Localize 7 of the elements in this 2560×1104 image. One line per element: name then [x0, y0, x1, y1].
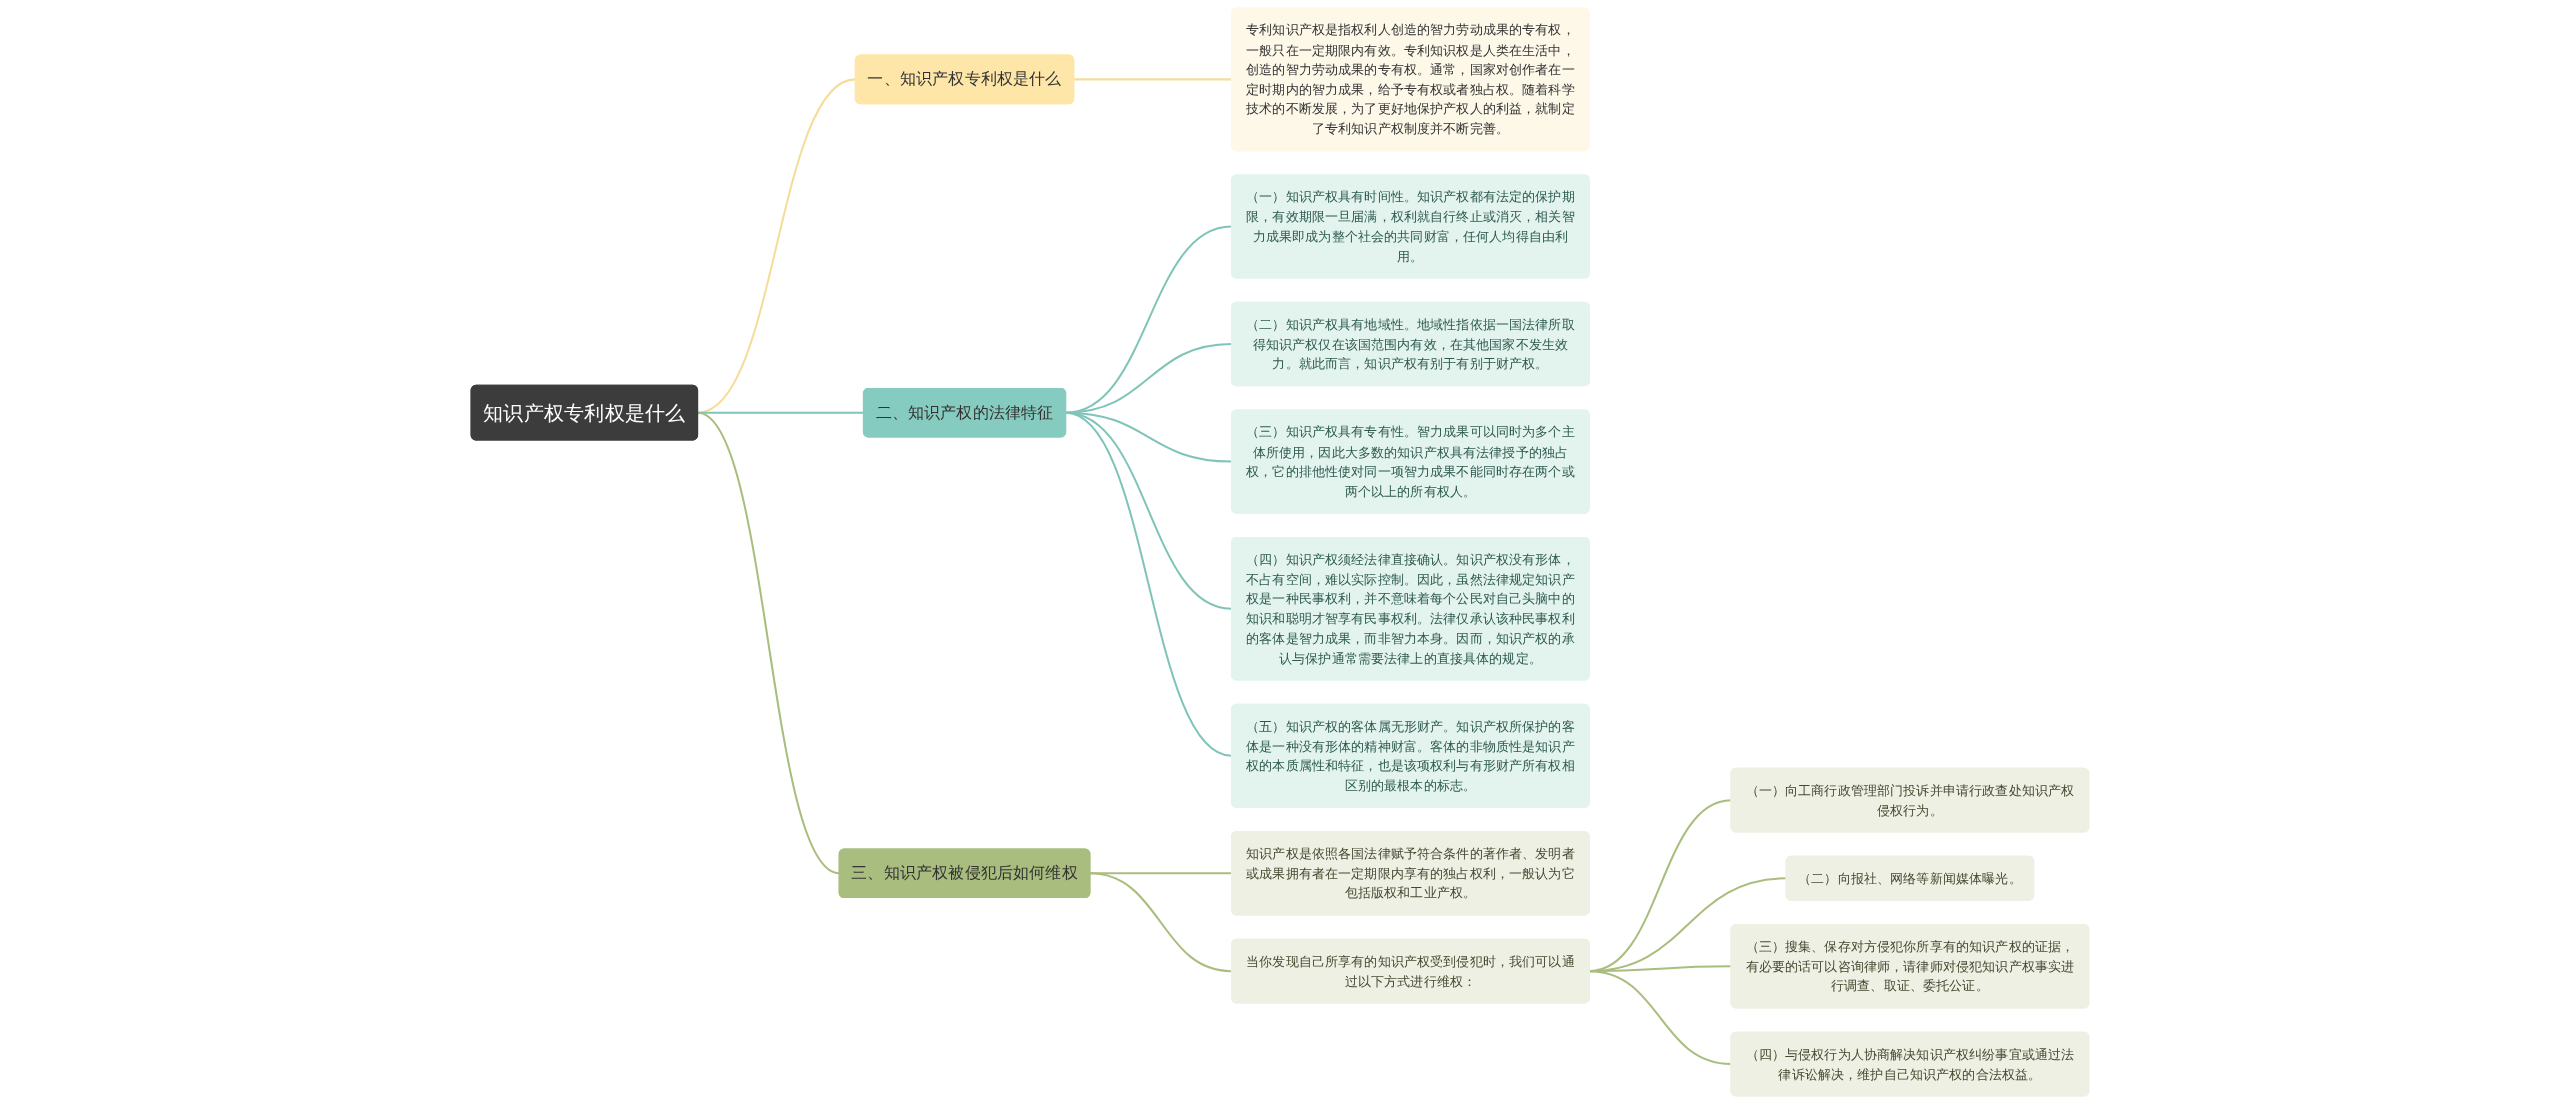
connector: [697, 78, 856, 414]
connector: [1089, 872, 1232, 973]
connector: [1065, 411, 1232, 757]
connector: [1065, 343, 1232, 414]
connector: [1073, 78, 1232, 81]
connector: [697, 411, 840, 875]
connector: [1065, 225, 1232, 414]
